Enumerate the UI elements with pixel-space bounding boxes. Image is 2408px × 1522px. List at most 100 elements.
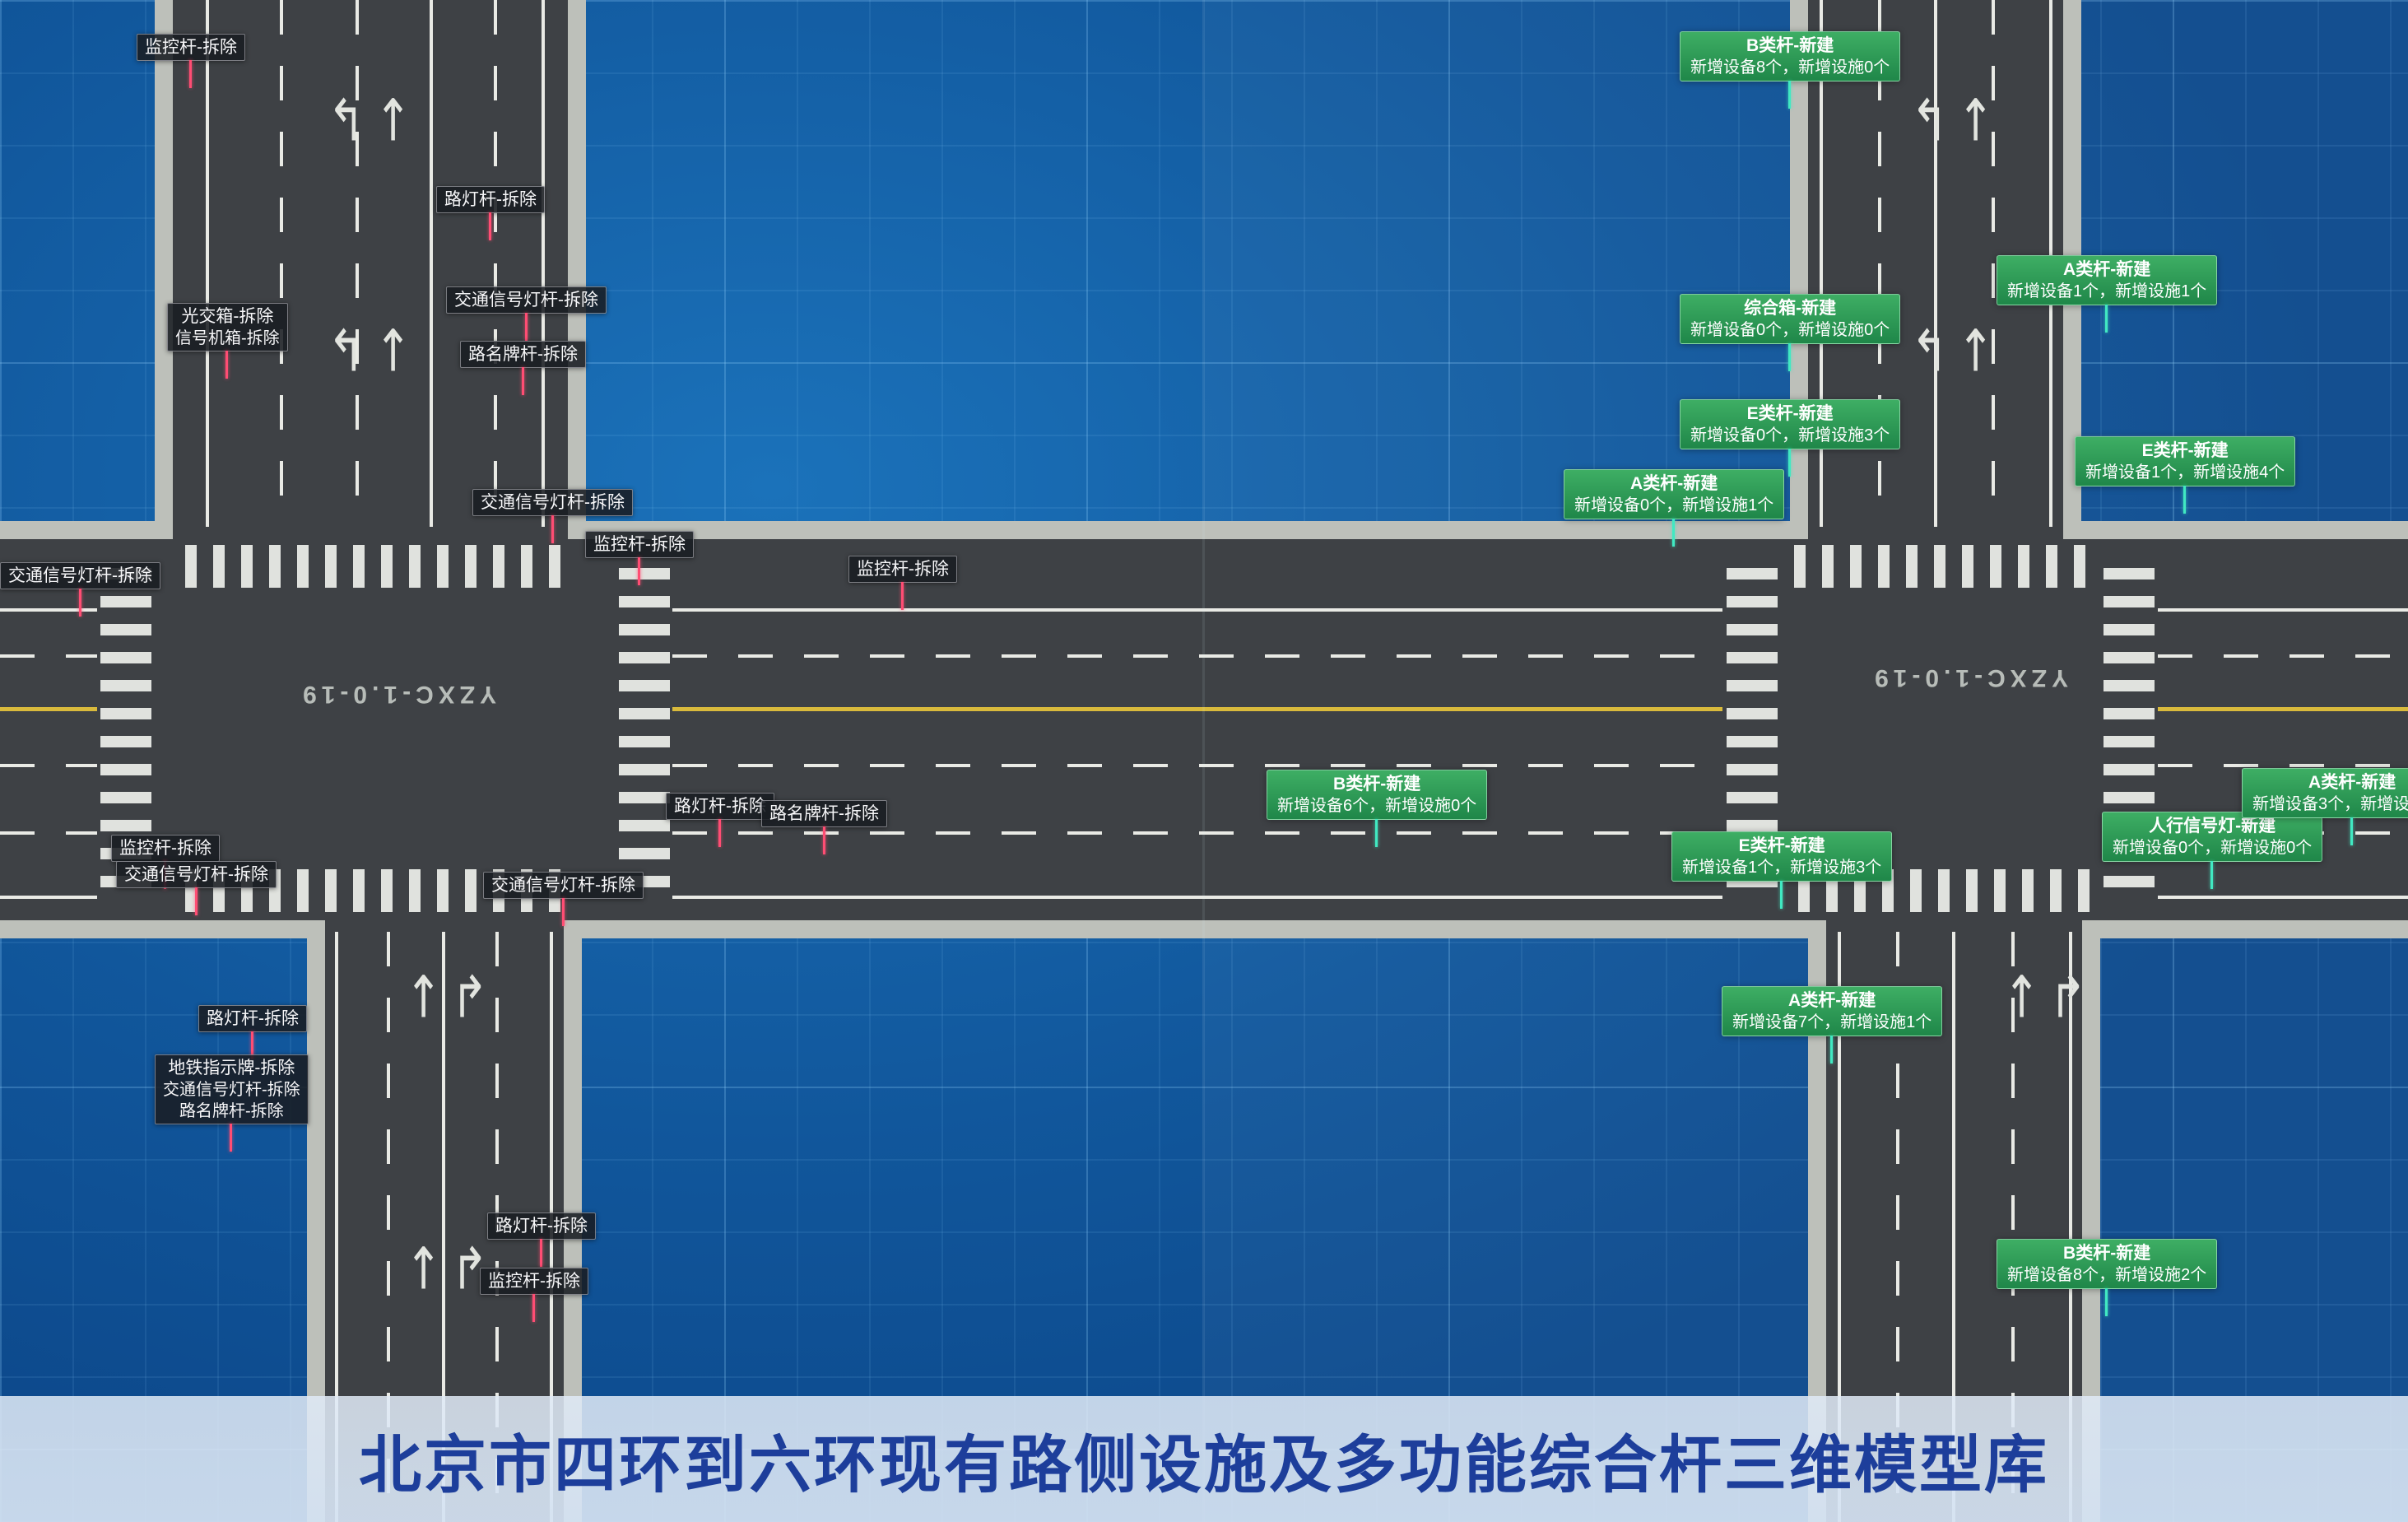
pole-marker-icon	[1788, 449, 1792, 477]
annotation-new-badge[interactable]: B类杆-新建新增设备6个，新增设施0个	[1267, 770, 1488, 848]
title-banner: 北京市四环到六环现有路侧设施及多功能综合杆三维模型库	[0, 1396, 2408, 1522]
annotation-demolish-badge[interactable]: 监控杆-拆除	[111, 835, 220, 890]
annotation-demolish-badge[interactable]: 路名牌杆-拆除	[761, 800, 887, 855]
annotation-line: B类杆-新建	[2063, 1244, 2151, 1263]
annotation-line: 监控杆-拆除	[145, 38, 237, 57]
lane-line	[442, 932, 445, 1522]
lane-arrow-left-icon: ↰	[328, 317, 365, 385]
annotation-demolish-badge[interactable]: 路灯杆-拆除	[198, 1005, 307, 1060]
pavement-road-code: YZXC-1.0-19	[1870, 664, 2069, 691]
lane-arrow-left-icon: ↰	[328, 86, 365, 155]
annotation-line: A类杆-新建	[1788, 991, 1876, 1010]
annotation-line: 新增设备1个，新增设施4个	[2085, 463, 2285, 482]
annotation-line: 路灯杆-拆除	[495, 1217, 588, 1236]
pole-marker-icon	[1375, 819, 1378, 848]
pole-marker-icon	[822, 826, 825, 855]
lane-arrow-straight-icon: ↑	[374, 86, 412, 155]
lane-line	[2158, 654, 2408, 658]
annotation-line: 路灯杆-拆除	[207, 1009, 299, 1028]
lane-arrow-straight-icon: ↑	[405, 963, 443, 1031]
annotation-line: 信号机箱-拆除	[175, 329, 280, 348]
annotation-demolish-badge[interactable]: 监控杆-拆除	[848, 556, 957, 611]
annotation-demolish-badge[interactable]: 光交箱-拆除信号机箱-拆除	[167, 303, 288, 379]
lane-line	[672, 608, 1722, 612]
annotation-new-badge[interactable]: B类杆-新建新增设备8个，新增设施0个	[1680, 31, 1901, 109]
pole-marker-icon	[1788, 343, 1792, 372]
pole-marker-icon	[561, 898, 565, 927]
page-title: 北京市四环到六环现有路侧设施及多功能综合杆三维模型库	[359, 1430, 2049, 1501]
lane-line	[430, 0, 433, 527]
lane-line	[672, 654, 1722, 658]
annotation-line: 路名牌杆-拆除	[179, 1102, 284, 1121]
annotation-new-badge[interactable]: 综合箱-新建新增设备0个，新增设施0个	[1680, 294, 1901, 372]
road-horizontal-main	[0, 539, 2408, 920]
annotation-demolish-badge[interactable]: 路灯杆-拆除	[487, 1212, 596, 1268]
annotation-demolish-badge[interactable]: 监控杆-拆除	[137, 34, 245, 89]
annotation-line: 新增设备0个，新增设施0个	[2113, 839, 2313, 858]
lane-line	[0, 764, 97, 767]
lane-line	[672, 764, 1722, 767]
lane-arrow-left-icon: ↰	[1911, 317, 1949, 385]
pole-marker-icon	[230, 1124, 233, 1152]
lane-line	[387, 932, 390, 1522]
annotation-new-badge[interactable]: 人行信号灯-新建新增设备0个，新增设施0个	[2102, 812, 2323, 890]
annotation-demolish-badge[interactable]: 路灯杆-拆除	[666, 793, 774, 848]
pole-marker-icon	[1672, 519, 1676, 547]
annotation-demolish-badge[interactable]: 路名牌杆-拆除	[460, 341, 586, 396]
annotation-demolish-badge[interactable]: 交通信号灯杆-拆除	[0, 562, 160, 617]
annotation-demolish-badge[interactable]: 交通信号灯杆-拆除	[483, 872, 644, 927]
annotation-line: E类杆-新建	[1738, 836, 1825, 855]
pole-marker-icon	[540, 1239, 542, 1268]
annotation-new-badge[interactable]: E类杆-新建新增设备1个，新增设施4个	[2075, 436, 2296, 514]
annotation-new-badge[interactable]: A类杆-新建新增设备1个，新增设施1个	[1997, 255, 2218, 333]
annotation-line: 交通信号灯杆-拆除	[454, 291, 598, 310]
lane-arrow-straight-icon: ↑	[2003, 963, 2041, 1031]
lane-line	[0, 654, 97, 658]
annotation-line: 交通信号灯杆-拆除	[124, 865, 268, 884]
annotation-demolish-badge[interactable]: 监控杆-拆除	[585, 531, 694, 586]
annotation-new-badge[interactable]: E类杆-新建新增设备0个，新增设施3个	[1680, 399, 1901, 477]
center-line-yellow	[0, 707, 97, 711]
annotation-demolish-badge[interactable]: 交通信号灯杆-拆除	[446, 286, 607, 342]
annotation-line: 新增设备1个，新增设施1个	[2007, 282, 2207, 301]
pole-marker-icon	[901, 582, 904, 611]
road-left-north-approach	[173, 0, 568, 543]
lane-line	[542, 0, 545, 527]
annotation-demolish-badge[interactable]: 地铁指示牌-拆除交通信号灯杆-拆除路名牌杆-拆除	[155, 1054, 309, 1152]
annotation-demolish-badge[interactable]: 交通信号灯杆-拆除	[472, 489, 633, 544]
annotation-demolish-badge[interactable]: 路灯杆-拆除	[436, 186, 545, 241]
annotation-line: B类杆-新建	[1333, 775, 1421, 794]
annotation-demolish-badge[interactable]: 交通信号灯杆-拆除	[116, 861, 277, 916]
lane-line	[1820, 0, 1823, 527]
annotation-line: 交通信号灯杆-拆除	[491, 876, 635, 895]
annotation-line: A类杆-新建	[1630, 474, 1718, 493]
annotation-line: A类杆-新建	[2063, 260, 2151, 279]
pole-marker-icon	[194, 887, 198, 916]
lane-line	[0, 608, 97, 612]
annotation-new-badge[interactable]: B类杆-新建新增设备8个，新增设施2个	[1997, 1239, 2218, 1317]
annotation-new-badge[interactable]: A类杆-新建新增设备0个，新增设施1个	[1564, 469, 1785, 547]
pole-marker-icon	[1830, 1036, 1834, 1064]
annotation-demolish-badge[interactable]: 监控杆-拆除	[480, 1268, 588, 1323]
pole-marker-icon	[251, 1031, 253, 1060]
annotation-new-badge[interactable]: E类杆-新建新增设备1个，新增设施3个	[1671, 831, 1893, 910]
lane-arrow-right-icon: ↱	[451, 963, 489, 1031]
lane-line	[280, 0, 283, 527]
annotation-line: 新增设备1个，新增设施3个	[1682, 859, 1882, 877]
annotation-line: E类杆-新建	[1746, 404, 1834, 423]
annotation-new-badge[interactable]: A类杆-新建新增设备7个，新增设施1个	[1722, 986, 1943, 1064]
pole-marker-icon	[521, 367, 524, 396]
crosswalk-north	[1794, 545, 2090, 588]
pole-marker-icon	[1780, 881, 1783, 910]
annotation-line: 新增设备0个，新增设施0个	[1690, 321, 1890, 340]
lane-line	[0, 831, 97, 835]
lane-arrow-straight-icon: ↑	[374, 317, 412, 385]
pole-marker-icon	[718, 819, 721, 848]
lane-arrow-straight-icon: ↑	[1957, 317, 1995, 385]
lane-line	[206, 0, 209, 527]
annotation-line: 新增设备6个，新增设施0个	[1277, 797, 1477, 816]
pole-marker-icon	[524, 313, 528, 342]
